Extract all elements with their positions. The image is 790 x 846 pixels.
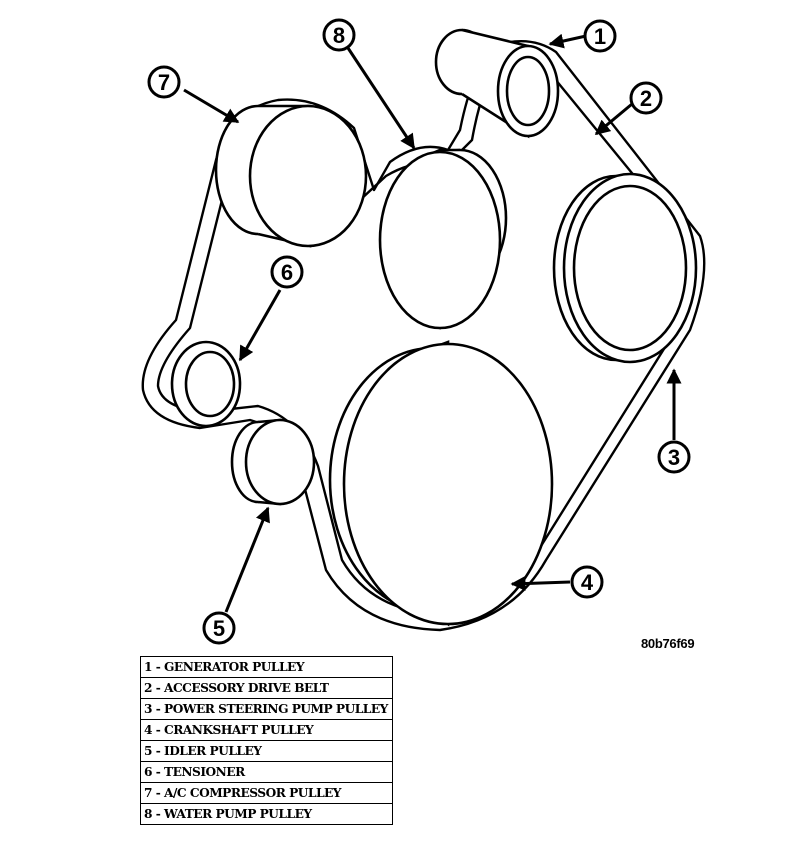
legend-row: 7 - A/C COMPRESSOR PULLEY [140, 782, 393, 804]
arrow-2 [594, 102, 633, 136]
callout-2-label: 2 [640, 86, 652, 111]
power-steering-pump-pulley [552, 172, 698, 364]
legend-row: 5 - IDLER PULLEY [140, 740, 393, 762]
callout-3: 3 [657, 440, 691, 474]
callout-6: 6 [270, 255, 304, 289]
legend-table: 1 - GENERATOR PULLEY 2 - ACCESSORY DRIVE… [140, 656, 393, 825]
callout-5-label: 5 [213, 616, 225, 641]
callout-2: 2 [629, 81, 663, 115]
arrow-4 [510, 576, 571, 592]
arrow-6 [238, 289, 282, 362]
callout-4-label: 4 [581, 570, 594, 595]
legend-row: 1 - GENERATOR PULLEY [140, 656, 393, 678]
arrow-8 [346, 47, 416, 150]
callout-1: 1 [583, 19, 617, 53]
callout-3-label: 3 [668, 445, 680, 470]
legend-item-4: 4 - CRANKSHAFT PULLEY [140, 719, 393, 741]
callout-4: 4 [570, 565, 604, 599]
callout-8-label: 8 [333, 23, 345, 48]
callout-6-label: 6 [281, 260, 293, 285]
legend-row: 6 - TENSIONER [140, 761, 393, 783]
legend-item-3: 3 - POWER STEERING PUMP PULLEY [140, 698, 393, 720]
ac-compressor-pulley [214, 104, 368, 248]
water-pump-pulley [378, 148, 508, 330]
callout-1-label: 1 [594, 24, 606, 49]
legend-item-5: 5 - IDLER PULLEY [140, 740, 393, 762]
callout-8: 8 [322, 18, 356, 52]
callout-7: 7 [147, 65, 181, 99]
legend-item-6: 6 - TENSIONER [140, 761, 393, 783]
legend-item-2: 2 - ACCESSORY DRIVE BELT [140, 677, 393, 699]
arrow-5 [224, 506, 270, 613]
figure-id: 80b76f69 [641, 636, 695, 651]
leader-arrows [183, 33, 682, 613]
legend-row: 4 - CRANKSHAFT PULLEY [140, 719, 393, 741]
generator-pulley [434, 28, 560, 139]
arrow-1 [548, 33, 587, 49]
idler-pulley [230, 418, 316, 506]
legend-item-7: 7 - A/C COMPRESSOR PULLEY [140, 782, 393, 804]
legend-item-8: 8 - WATER PUMP PULLEY [140, 803, 393, 825]
legend-row: 8 - WATER PUMP PULLEY [140, 803, 393, 825]
legend-item-1: 1 - GENERATOR PULLEY [140, 656, 393, 678]
legend-row: 2 - ACCESSORY DRIVE BELT [140, 677, 393, 699]
legend-row: 3 - POWER STEERING PUMP PULLEY [140, 698, 393, 720]
tensioner [170, 340, 242, 428]
arrow-7 [183, 88, 240, 124]
callout-5: 5 [202, 611, 236, 645]
callout-7-label: 7 [158, 70, 170, 95]
crankshaft-pulley [328, 340, 554, 627]
